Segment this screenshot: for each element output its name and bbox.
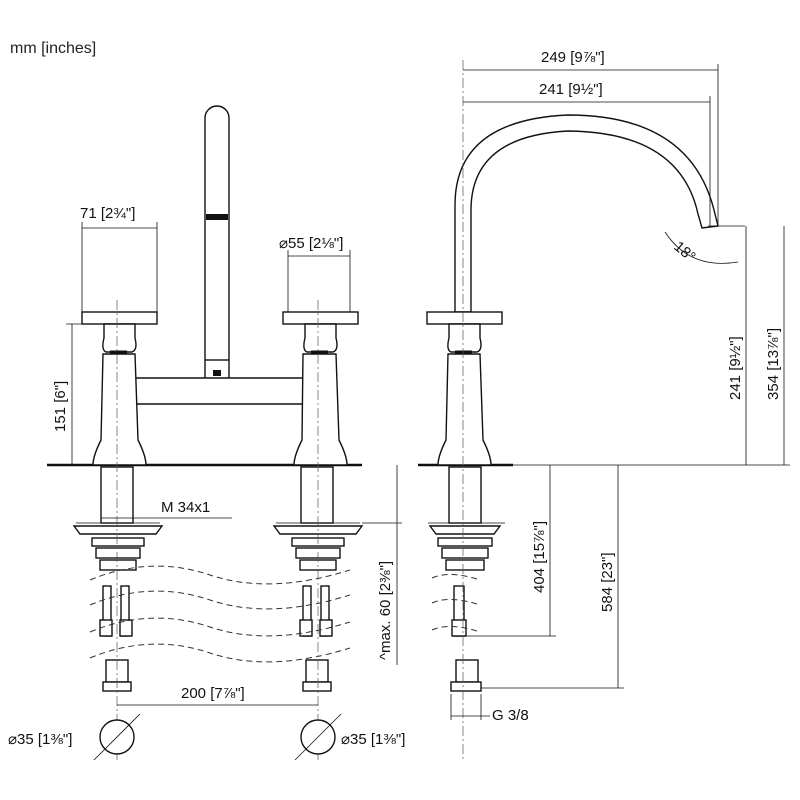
dim-centers: 200 [7⅞"] [181,685,245,702]
dim-below-deck: 404 [15⅞"] [531,521,548,593]
dim-thread: M 34x1 [161,499,210,516]
front-view [47,105,402,761]
dim-hole-right: ⌀35 [1⅜"] [341,731,405,748]
dim-body-height: 151 [6"] [52,381,69,432]
dim-hole-left: ⌀35 [1⅜"] [8,731,72,748]
dim-connection: G 3/8 [492,707,529,724]
side-view [418,60,790,760]
dim-max-deck: ^max. 60 [2⅜"] [377,561,394,660]
dim-total-height: 354 [13⅞"] [765,328,782,400]
units-label: mm [inches] [10,40,97,57]
dim-spout-height: 241 [9½"] [727,336,744,400]
dim-total-width: 249 [9⅞"] [541,49,605,66]
dim-spout-width: 241 [9½"] [539,81,603,98]
dim-handle-width: 71 [2¾"] [80,205,135,222]
dim-angle: 18° [670,238,698,266]
dim-rosette-diameter: ⌀55 [2⅛"] [279,235,343,252]
dim-hose-length: 584 [23"] [599,552,616,612]
